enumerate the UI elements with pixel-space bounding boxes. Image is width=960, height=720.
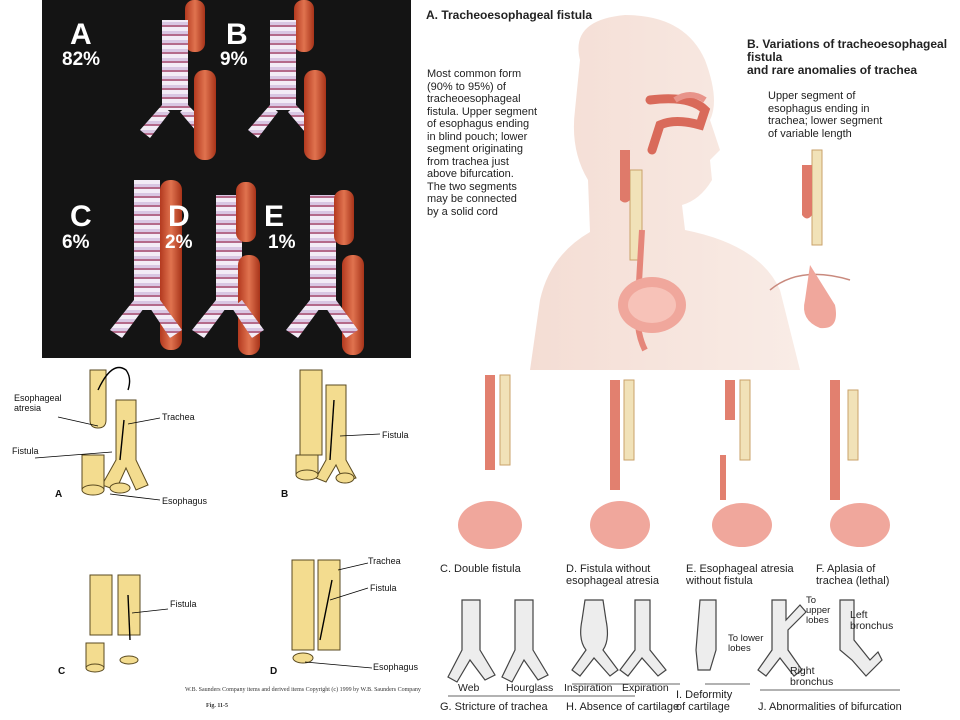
caption-g: G. Stricture of trachea bbox=[440, 701, 548, 713]
label-to-upper-lobes: To upper lobes bbox=[806, 595, 831, 626]
caption-j: J. Abnormalities of bifurcation bbox=[758, 701, 902, 713]
panel-letter-c: C bbox=[58, 666, 66, 677]
line-drawings bbox=[34, 366, 381, 673]
caption-d: D. Fistula without esophageal atresia bbox=[566, 563, 659, 587]
type-c-letter: C bbox=[70, 200, 92, 233]
type-e-percent: 1% bbox=[268, 232, 296, 253]
label-left-bronchus: Left bronchus bbox=[850, 609, 894, 632]
label-web: Web bbox=[458, 682, 480, 694]
caption-e: E. Esophageal atresia without fistula bbox=[686, 563, 794, 587]
caption-f: F. Aplasia of trachea (lethal) bbox=[816, 563, 890, 587]
figure-number: Fig. 11-5 bbox=[206, 703, 228, 709]
caption-i: I. Deformity of cartilage bbox=[676, 689, 733, 713]
label-esophagus-a: Esophagus bbox=[162, 496, 208, 506]
label-fistula-a: Fistula bbox=[12, 446, 39, 456]
label-fistula-b: Fistula bbox=[382, 430, 409, 440]
netter-illustrations bbox=[447, 15, 900, 697]
type-b-letter: B bbox=[226, 18, 248, 51]
type-a-letter: A bbox=[70, 18, 92, 51]
label-fistula-c: Fistula bbox=[170, 599, 197, 609]
type-d-letter: D bbox=[168, 200, 190, 233]
type-c-percent: 6% bbox=[62, 232, 90, 253]
label-to-lower-lobes: To lower lobes bbox=[728, 633, 764, 654]
type-b-percent: 9% bbox=[220, 49, 248, 70]
line-drawing-panel: Esophageal atresia Trachea Fistula Esoph… bbox=[0, 360, 430, 720]
photo-types-panel: A 82% B 9% C 6% D 2% E 1% bbox=[42, 0, 411, 358]
description-b: Upper segment of esophagus ending in tra… bbox=[768, 90, 883, 140]
label-trachea-d: Trachea bbox=[368, 556, 401, 566]
label-esophageal-atresia: Esophageal atresia bbox=[14, 393, 62, 413]
copyright-text: W.B. Saunders Company items and derived … bbox=[185, 687, 421, 693]
label-esophagus-d: Esophagus bbox=[373, 662, 419, 672]
type-e-letter: E bbox=[264, 200, 285, 233]
type-d-percent: 2% bbox=[165, 232, 193, 253]
netter-panel: A. Tracheoesophageal fistula Most common… bbox=[420, 0, 960, 720]
photo-illustration bbox=[110, 0, 364, 355]
caption-c: C. Double fistula bbox=[440, 563, 521, 575]
title-a: A. Tracheoesophageal fistula bbox=[426, 8, 593, 22]
label-expiration: Expiration bbox=[622, 682, 669, 694]
title-b: B. Variations of tracheoesophageal fistu… bbox=[747, 37, 948, 77]
label-hourglass: Hourglass bbox=[506, 682, 554, 694]
panel-letter-d: D bbox=[270, 666, 278, 677]
caption-h: H. Absence of cartilage bbox=[566, 701, 680, 713]
panel-letter-b: B bbox=[281, 489, 289, 500]
label-trachea-a: Trachea bbox=[162, 412, 195, 422]
label-inspiration: Inspiration bbox=[564, 682, 613, 694]
label-fistula-d: Fistula bbox=[370, 583, 397, 593]
type-a-percent: 82% bbox=[62, 49, 101, 70]
panel-letter-a: A bbox=[55, 489, 63, 500]
description-a: Most common form (90% to 95%) of tracheo… bbox=[427, 68, 538, 218]
label-right-bronchus: Right bronchus bbox=[790, 665, 834, 688]
